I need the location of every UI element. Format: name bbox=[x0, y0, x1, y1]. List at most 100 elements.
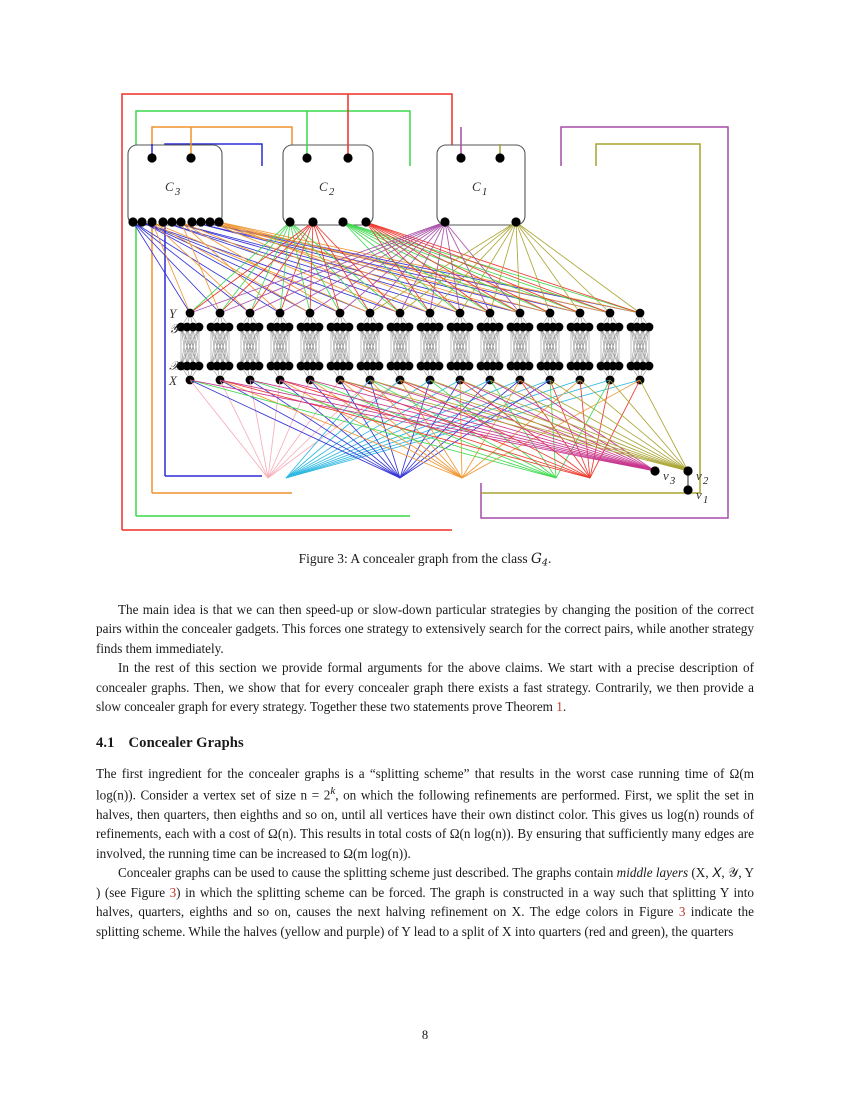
gadget-column bbox=[626, 308, 654, 385]
gadget-top-nodes bbox=[147, 153, 505, 163]
gadget-column bbox=[506, 308, 534, 385]
gadget-label-c2: C bbox=[319, 179, 328, 194]
gadget-bottom-nodes bbox=[128, 217, 521, 227]
node bbox=[511, 217, 521, 227]
gadget-column bbox=[296, 308, 324, 385]
gadget-box-c2 bbox=[282, 144, 374, 226]
gadget-box-c3 bbox=[127, 144, 223, 226]
node bbox=[205, 217, 215, 227]
exponent-k: k bbox=[330, 785, 336, 798]
node bbox=[440, 217, 450, 227]
gadget-boxes: C 3 C 2 C 1 bbox=[127, 144, 526, 226]
figure-caption-symbol-sub: 4 bbox=[541, 557, 549, 569]
section-number: 4.1 bbox=[96, 735, 115, 752]
gadget-column bbox=[416, 308, 444, 385]
gadget-label-c2-sub: 2 bbox=[329, 187, 335, 198]
layer-label-Y: Y bbox=[169, 306, 178, 321]
lower-edge-fans bbox=[189, 379, 689, 479]
paragraph-2: In the rest of this section we provide f… bbox=[96, 658, 754, 716]
node bbox=[285, 217, 295, 227]
vertex-label-v2-sub: 2 bbox=[703, 476, 709, 487]
node bbox=[361, 217, 371, 227]
node bbox=[196, 217, 206, 227]
paragraph-4-text-c: ) in which the splitting scheme can be f… bbox=[96, 884, 754, 920]
gadget-column bbox=[446, 308, 474, 385]
node bbox=[158, 217, 168, 227]
olive-rect bbox=[481, 143, 701, 494]
figure-caption-symbol: G bbox=[531, 551, 542, 567]
figure-reference-1[interactable]: 3 bbox=[169, 884, 177, 900]
edge-fan-c1 bbox=[189, 221, 641, 314]
node bbox=[186, 153, 196, 163]
node bbox=[187, 217, 197, 227]
gadget-column bbox=[386, 308, 414, 385]
paragraph-2-end: . bbox=[562, 699, 567, 715]
figure-3-graphic: .e { fill:none; stroke-width:0.85; } .eb… bbox=[0, 78, 850, 548]
figure-caption-text: A concealer graph from the class bbox=[350, 551, 528, 566]
gadget-label-c1: C bbox=[472, 179, 481, 194]
node bbox=[302, 153, 312, 163]
gadget-box-c1 bbox=[436, 144, 526, 226]
paragraph-2-text: In the rest of this section we provide f… bbox=[96, 660, 754, 715]
body-text: The main idea is that we can then speed-… bbox=[96, 600, 754, 941]
middle-layers-emphasis: middle layers bbox=[616, 865, 689, 881]
gadget-column bbox=[206, 308, 234, 385]
figure-caption-prefix: Figure 3: bbox=[298, 551, 348, 566]
section-title: Concealer Graphs bbox=[128, 735, 244, 752]
gadget-column bbox=[236, 308, 264, 385]
paragraph-1: The main idea is that we can then speed-… bbox=[96, 602, 754, 656]
figure-caption-end: . bbox=[548, 551, 552, 566]
vertex-v3 bbox=[650, 466, 660, 476]
paragraph-4-text-a: Concealer graphs can be used to cause th… bbox=[118, 865, 617, 881]
layer-label-X: X bbox=[168, 373, 178, 388]
vertex-label-v3-sub: 3 bbox=[669, 476, 675, 487]
gadget-column bbox=[566, 308, 594, 385]
figure-reference-2[interactable]: 3 bbox=[678, 904, 686, 920]
extra-vertices: v 3 v 2 v 1 bbox=[650, 466, 709, 506]
vertex-v2 bbox=[683, 466, 693, 476]
gadget-column bbox=[176, 308, 204, 385]
gadget-column bbox=[596, 308, 624, 385]
gadget-column bbox=[476, 308, 504, 385]
concealer-graph-svg: .e { fill:none; stroke-width:0.85; } .eb… bbox=[121, 93, 729, 531]
node bbox=[495, 153, 505, 163]
paragraph-4-text-b: (X, 𝑋, 𝒴, Y ) (see Figure bbox=[96, 865, 754, 900]
figure-caption: Figure 3: A concealer graph from the cla… bbox=[0, 550, 850, 570]
paragraph-3-text: The first ingredient for the concealer g… bbox=[96, 765, 754, 803]
red-rect bbox=[121, 93, 453, 530]
node bbox=[308, 217, 318, 227]
node bbox=[128, 217, 138, 227]
section-heading: 4.1 Concealer Graphs bbox=[96, 733, 754, 754]
node bbox=[167, 217, 177, 227]
outer-rectangles bbox=[121, 93, 729, 531]
gadget-column bbox=[356, 308, 384, 385]
node bbox=[147, 153, 157, 163]
paragraph-3: The first ingredient for the concealer g… bbox=[96, 764, 754, 863]
middle-layer-columns bbox=[176, 308, 654, 385]
vertex-label-v2: v bbox=[696, 468, 702, 483]
node bbox=[137, 217, 147, 227]
blue-rect bbox=[164, 143, 263, 476]
theorem-reference[interactable]: 1 bbox=[556, 699, 563, 715]
gadget-label-c3: C bbox=[165, 179, 174, 194]
node bbox=[343, 153, 353, 163]
gadget-column bbox=[536, 308, 564, 385]
page-number: 8 bbox=[421, 1028, 429, 1042]
gadget-label-c1-sub: 1 bbox=[482, 187, 487, 198]
node bbox=[214, 217, 224, 227]
vertex-v1 bbox=[683, 485, 693, 495]
node bbox=[147, 217, 157, 227]
node bbox=[456, 153, 466, 163]
green-rect bbox=[135, 110, 411, 516]
gadget-label-c3-sub: 3 bbox=[174, 187, 180, 198]
layer-labels: Y 𝒴 𝒳 X bbox=[168, 306, 184, 388]
purple-rect bbox=[480, 126, 729, 519]
layer-label-script-Y: 𝒴 bbox=[169, 321, 182, 336]
vertex-label-v1: v bbox=[696, 487, 702, 502]
paragraph-4: Concealer graphs can be used to cause th… bbox=[96, 863, 754, 941]
paragraph-3-end: , on which the following refinements are… bbox=[96, 787, 754, 861]
node bbox=[176, 217, 186, 227]
vertex-label-v1-sub: 1 bbox=[703, 495, 708, 506]
paragraph-4-text-d: indicate the splitting scheme. While the… bbox=[96, 904, 755, 939]
